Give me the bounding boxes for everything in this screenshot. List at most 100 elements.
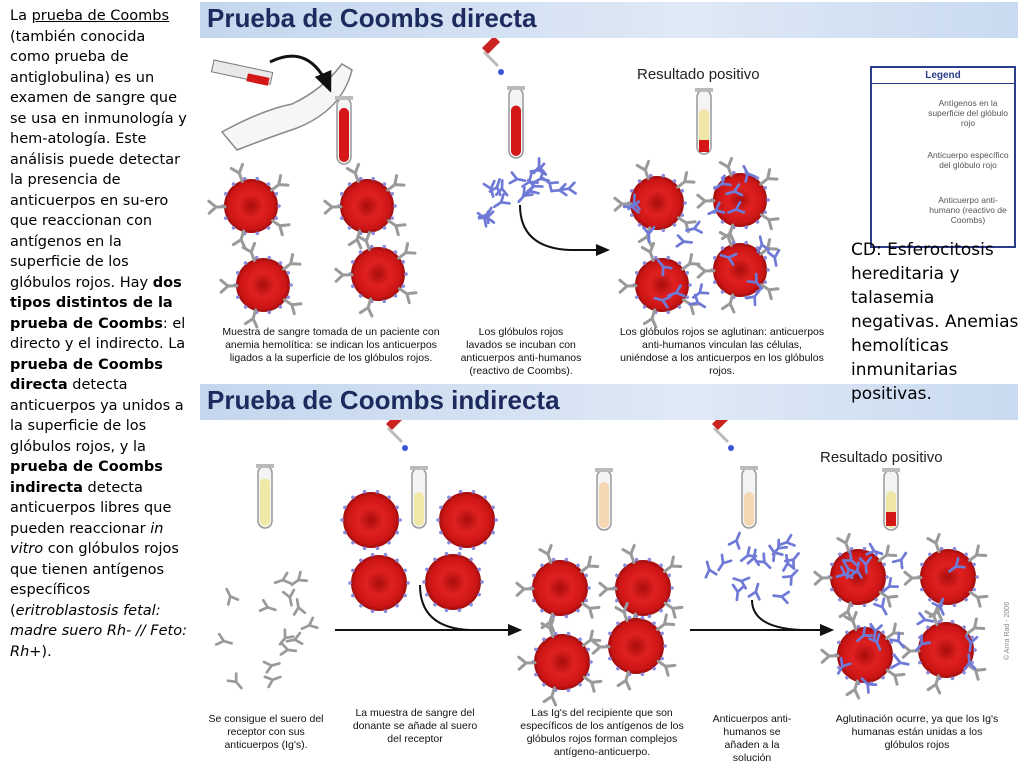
- antigen-dot-icon: [964, 597, 968, 602]
- antibody-icon: [282, 298, 303, 316]
- antigen-dot-icon: [425, 567, 429, 572]
- antihuman-antibody-icon: [731, 583, 746, 602]
- antigen-dot-icon: [666, 255, 671, 260]
- antigen-dot-icon: [278, 305, 283, 309]
- antigen-dot-icon: [647, 614, 652, 619]
- antihuman-antibody-icon: [867, 632, 882, 651]
- antigen-dot-icon: [670, 586, 674, 590]
- antihuman-antibody-icon: [916, 611, 935, 626]
- antigen-dot-icon: [267, 310, 272, 315]
- antigen-dot-icon: [950, 676, 955, 681]
- antigen-dot-icon: [874, 597, 878, 602]
- antibody-icon: [696, 263, 716, 279]
- antibody-icon: [270, 174, 290, 192]
- antihuman-antibody-icon: [963, 653, 977, 671]
- antigen-dot-icon: [390, 192, 395, 196]
- antibody-icon: [885, 668, 906, 686]
- antibody-icon: [270, 219, 291, 237]
- antigen-dot-icon: [370, 609, 375, 614]
- direct-dropper-icon-drop: [498, 69, 504, 75]
- antihuman-antibody-icon: [772, 590, 790, 605]
- antibody-icon: [207, 199, 227, 215]
- antigen-dot-icon: [267, 255, 272, 260]
- antigen-dot-icon: [578, 682, 582, 687]
- antigen-dot-icon: [235, 271, 240, 275]
- antigen-dot-icon: [491, 505, 495, 510]
- antigen-dot-icon: [439, 505, 443, 510]
- antigen-dot-icon: [362, 489, 367, 494]
- red-blood-cell-icon: [635, 258, 689, 312]
- antigen-dot-icon: [856, 624, 861, 629]
- antigen-dot-icon: [278, 261, 283, 265]
- antigen-dot-icon: [235, 295, 240, 299]
- copyright: © Anra Rad - 2006: [1004, 601, 1011, 660]
- antigen-dot-icon: [551, 557, 556, 562]
- antihuman-antibody-icon: [488, 178, 502, 197]
- antibody-icon: [836, 532, 851, 554]
- antigen-dot-icon: [383, 609, 388, 614]
- antigen-dot-icon: [576, 563, 580, 568]
- antihuman-antibody-icon: [869, 622, 883, 641]
- antihuman-antibody-icon: [727, 531, 741, 550]
- legend-box: Legend Antígenos en la superficie del gl…: [870, 66, 1016, 248]
- antigen-dot-icon: [348, 581, 352, 585]
- antigen-dot-icon: [642, 261, 647, 265]
- antibody-icon: [635, 159, 651, 181]
- indirect-agglutinate: [886, 512, 896, 526]
- antigen-dot-icon: [480, 580, 484, 584]
- indirect-caption-5: Aglutinación ocurre, ya que los Ig's hum…: [835, 713, 999, 751]
- antigen-dot-icon: [286, 295, 291, 299]
- antibody-icon: [334, 267, 354, 283]
- antigen-dot-icon: [255, 231, 260, 236]
- antigen-dot-icon: [712, 256, 717, 260]
- antigen-dot-icon: [763, 256, 768, 260]
- antigen-dot-icon: [351, 593, 355, 598]
- antigen-dot-icon: [647, 557, 652, 562]
- antigen-dot-icon: [274, 216, 279, 220]
- antigen-dot-icon: [720, 220, 725, 224]
- antihuman-antibody-icon: [777, 533, 796, 547]
- antigen-dot-icon: [369, 244, 374, 249]
- antigen-dot-icon: [720, 290, 725, 294]
- indirect-tube-3-liquid: [599, 482, 609, 528]
- antigen-dot-icon: [266, 182, 271, 186]
- antigen-dot-icon: [830, 562, 834, 567]
- antibody-icon: [285, 631, 304, 646]
- indirect-caption-4: Anticuerpos anti-humanos se añaden a la …: [712, 713, 792, 764]
- antihuman-antibody-icon: [858, 556, 873, 574]
- coombs-link[interactable]: prueba de Coombs: [31, 8, 170, 24]
- antigen-dot-icon: [457, 608, 462, 613]
- antigen-dot-icon: [383, 552, 388, 557]
- antihuman-antibody-icon: [732, 576, 751, 590]
- antibody-icon: [273, 571, 292, 585]
- antigen-dot-icon: [731, 240, 736, 245]
- antihuman-antibody-icon: [508, 171, 527, 185]
- antigen-dot-icon: [469, 602, 473, 607]
- antigen-dot-icon: [885, 575, 889, 579]
- indirect-tube-1-liquid: [260, 478, 270, 526]
- antigen-dot-icon: [845, 630, 849, 635]
- indirect-tube-1-rim: [256, 464, 274, 468]
- antibody-icon: [662, 555, 683, 574]
- antigen-dot-icon: [838, 552, 842, 557]
- antigen-dot-icon: [608, 631, 612, 636]
- antigen-dot-icon: [358, 250, 363, 254]
- antibody-icon: [967, 544, 988, 563]
- antihuman-antibody-icon: [782, 553, 796, 572]
- antigen-dot-icon: [952, 546, 957, 551]
- antigen-dot-icon: [975, 575, 979, 579]
- antibody-icon: [663, 601, 684, 619]
- antigen-dot-icon: [223, 192, 228, 196]
- antigen-dot-icon: [401, 284, 406, 288]
- antibody-icon: [580, 601, 601, 619]
- antigen-dot-icon: [471, 489, 476, 494]
- direct-agglutinate: [699, 140, 709, 152]
- antihuman-antibody-icon: [727, 200, 746, 214]
- antigen-dot-icon: [433, 557, 437, 562]
- antigen-dot-icon: [469, 557, 473, 562]
- antigen-dot-icon: [962, 670, 966, 675]
- antibody-icon: [640, 241, 656, 263]
- antigen-dot-icon: [359, 603, 363, 608]
- red-blood-cell-icon: [351, 247, 405, 301]
- antigen-dot-icon: [928, 597, 932, 602]
